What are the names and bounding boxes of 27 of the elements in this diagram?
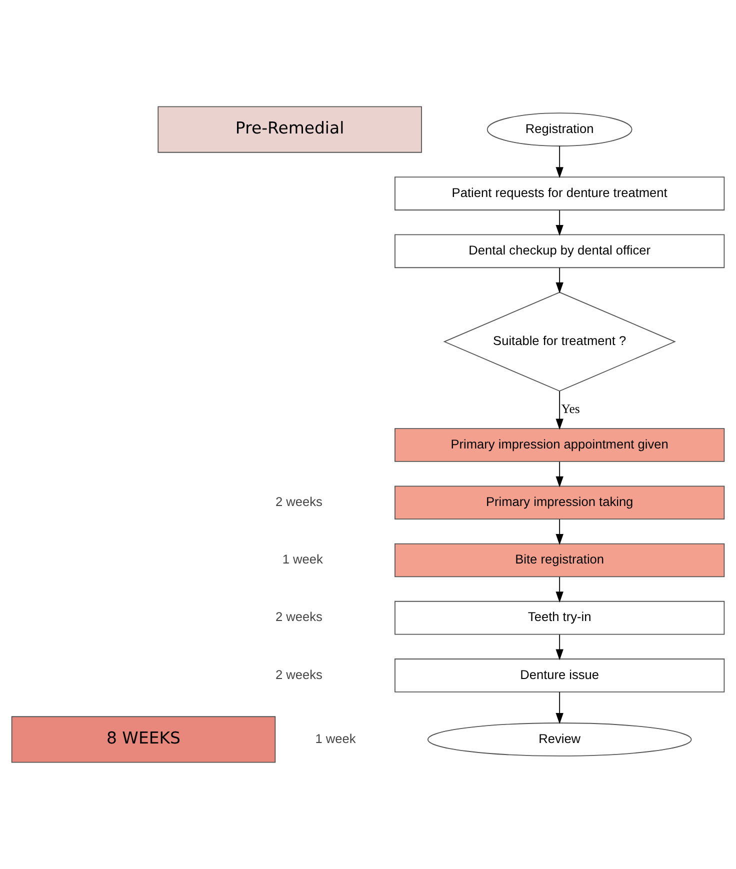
- label: 2 weeks: [275, 494, 322, 510]
- arrow: [556, 576, 564, 603]
- label: 2 weeks: [275, 609, 322, 624]
- arrow: [556, 634, 564, 660]
- arrow: [556, 518, 564, 546]
- node-box: Dental checkup by dental officer: [394, 234, 725, 268]
- node-box: Patient requests for denture treatment: [394, 176, 725, 210]
- node-box: Bite registration: [394, 543, 725, 578]
- node-box: Teeth try-in: [394, 600, 725, 635]
- node-box: Primary impression appointment given: [394, 428, 725, 462]
- arrow: [556, 692, 564, 724]
- arrow: [556, 461, 564, 488]
- node-box: Pre-Remedial: [158, 106, 422, 153]
- label: 2 weeks: [275, 666, 322, 682]
- arrow: [556, 146, 564, 178]
- node-ellipse: Registration: [486, 112, 632, 146]
- node-box: Denture issue: [394, 658, 725, 692]
- label: 1 week: [282, 552, 323, 567]
- label: 1 week: [315, 730, 356, 746]
- arrow: [556, 390, 564, 430]
- node-box: 8 WEEKS: [11, 716, 276, 763]
- edge-label: Yes: [561, 402, 580, 416]
- arrow: [556, 267, 564, 294]
- node-box: Primary impression taking: [394, 486, 725, 520]
- arrow: [556, 210, 564, 236]
- node-ellipse: Review: [427, 722, 692, 756]
- node-diamond: Suitable for treatment ?: [443, 292, 676, 392]
